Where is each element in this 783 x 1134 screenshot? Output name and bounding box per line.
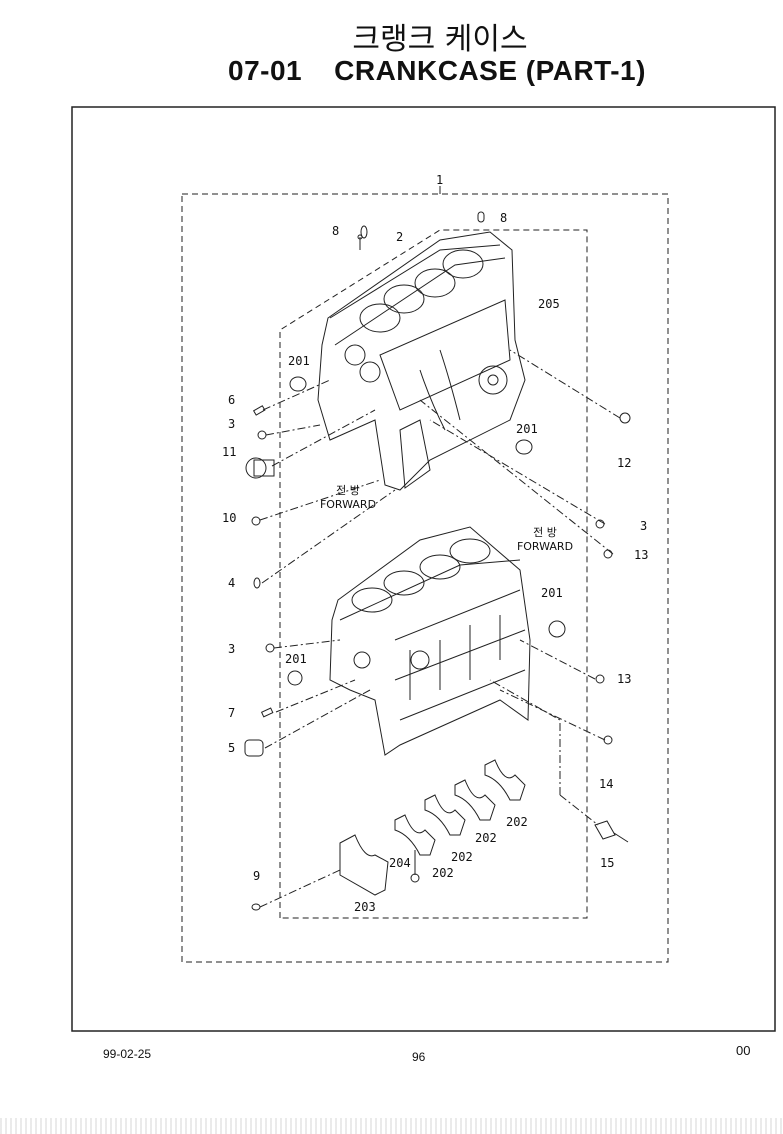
forward-label-korean: 전 방	[533, 526, 557, 539]
small-parts	[244, 211, 631, 911]
section-code: 07-01	[228, 55, 303, 86]
callout-label: 201	[516, 422, 538, 436]
assembly-boundary-2	[279, 229, 588, 919]
footer-date: 99-02-25	[103, 1047, 152, 1061]
frame-border	[71, 106, 776, 1032]
callout-label: 2	[396, 230, 404, 244]
callout-label: 14	[599, 777, 614, 791]
page-title-korean: 크랭크 케이스	[352, 22, 528, 57]
leader-lines	[259, 349, 621, 908]
assembly-boundary-1	[181, 193, 669, 963]
callout-label: 12	[617, 456, 632, 470]
forward-label: FORWARD	[319, 498, 377, 511]
footer-revision: 00	[736, 1043, 751, 1058]
bearing-caps	[339, 759, 526, 896]
callout-label: 10	[222, 511, 237, 525]
callout-label: 202	[451, 850, 473, 864]
crankcase-block-upper	[317, 231, 526, 491]
forward-indicator-upper: 전 방 FORWARD	[308, 484, 388, 512]
callout-label: 8	[500, 211, 508, 225]
callout-label: 11	[222, 445, 237, 459]
page-title: 07-01 CRANKCASE (PART-1)	[228, 55, 646, 87]
footer-page-number: 96	[412, 1050, 426, 1064]
callout-label: 203	[354, 900, 376, 914]
callout-label: 8	[332, 224, 340, 238]
callout-label: 201	[288, 354, 310, 368]
callout-label: 5	[228, 741, 236, 755]
callout-label: 9	[253, 869, 261, 883]
callout-label: 202	[432, 866, 454, 880]
callout-label: 202	[506, 815, 528, 829]
callout-label: 202	[475, 831, 497, 845]
callout-label: 205	[538, 297, 560, 311]
callout-label: 3	[228, 642, 236, 656]
forward-indicator-lower: 전 방 FORWARD	[505, 526, 585, 554]
callout-label: 13	[634, 548, 649, 562]
callout-label: 6	[228, 393, 236, 407]
section-title: CRANKCASE (PART-1)	[334, 55, 646, 86]
callout-label: 3	[640, 519, 648, 533]
callout-label: 4	[228, 576, 236, 590]
callout-label: 201	[541, 586, 563, 600]
forward-label: FORWARD	[516, 540, 574, 553]
callout-label: 7	[228, 706, 236, 720]
callout-label: 204	[389, 856, 411, 870]
callout-label: 1	[436, 173, 444, 187]
callout-label: 3	[228, 417, 236, 431]
scan-artifact	[0, 1118, 783, 1134]
callout-label: 15	[600, 856, 615, 870]
forward-label-korean: 전 방	[336, 484, 360, 497]
crankcase-block-lower	[329, 526, 531, 756]
callout-label: 13	[617, 672, 632, 686]
callout-label: 201	[285, 652, 307, 666]
